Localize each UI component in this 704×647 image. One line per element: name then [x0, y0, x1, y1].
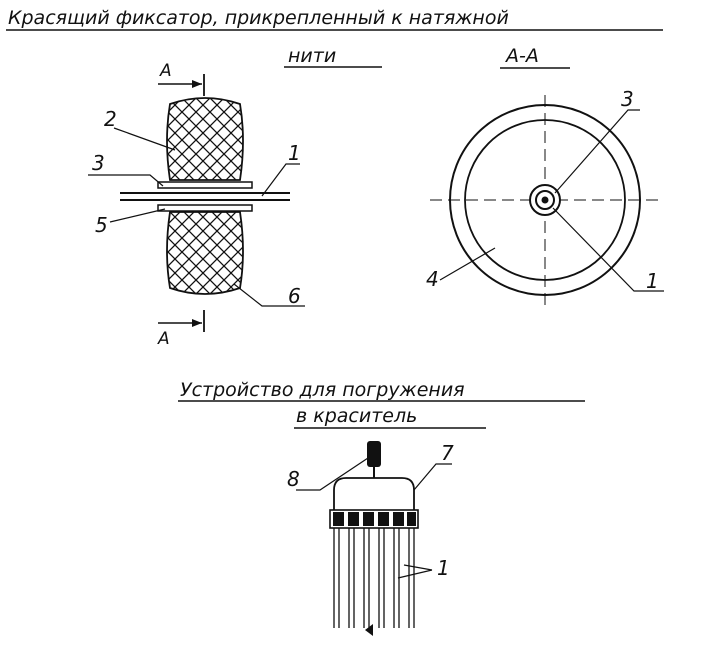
callout-section-4: 4	[426, 267, 439, 291]
subtitle-line2: в краситель	[296, 405, 417, 427]
leader-3	[88, 174, 164, 187]
leader-5	[109, 208, 166, 223]
side-view: А 2 3 1 5 6 А	[88, 61, 305, 349]
drawing-title-line1: Красящий фиксатор, прикрепленный к натяж…	[8, 7, 509, 29]
leader-1	[261, 163, 300, 197]
fixator-block-4	[378, 512, 389, 526]
callout-section-1: 1	[646, 269, 659, 293]
fixator-block-2	[348, 512, 359, 526]
section-label: А-А	[504, 45, 539, 67]
handle-knob	[367, 441, 381, 467]
callout-device-1: 1	[437, 556, 450, 580]
thread-core	[541, 196, 549, 204]
leader-6	[233, 283, 305, 307]
callout-device-8: 8	[287, 467, 300, 491]
callout-device-7: 7	[441, 441, 454, 465]
arrow-head-bottom	[192, 319, 202, 327]
washer-upper	[157, 181, 253, 189]
leader-device-8	[296, 457, 369, 491]
bottom-mark	[365, 624, 373, 636]
callout-1: 1	[288, 141, 301, 165]
callout-5: 5	[95, 213, 108, 237]
section-view: А-А 3 4 1	[426, 45, 664, 305]
hanging-threads	[333, 528, 415, 628]
fixator-block-5	[393, 512, 404, 526]
hub-inner	[535, 190, 555, 210]
drawing-title-line2: нити	[288, 45, 336, 67]
immersion-device: 8 7 1	[287, 441, 454, 636]
lower-fixator-body	[166, 211, 244, 295]
arrow-head-top	[192, 80, 202, 88]
callout-2: 2	[104, 107, 117, 131]
fixator-block-1	[333, 512, 344, 526]
leader-section-1	[552, 207, 664, 292]
upper-fixator-body	[166, 97, 244, 181]
callout-3: 3	[92, 151, 105, 175]
leader-device-7	[413, 463, 452, 491]
fixator-block-3	[363, 512, 374, 526]
frame-arc	[333, 477, 415, 510]
callout-section-3: 3	[621, 87, 634, 111]
callout-6: 6	[288, 284, 301, 308]
leader-section-3	[554, 109, 640, 194]
washer-lower	[157, 204, 253, 212]
section-mark-bottom: А	[157, 329, 170, 349]
fixator-block-6	[407, 512, 416, 526]
leader-2	[113, 127, 176, 151]
leader-device-1b	[403, 564, 433, 571]
subtitle-line1: Устройство для погружения	[180, 379, 465, 401]
section-mark-top: А	[159, 61, 172, 81]
leader-device-1a	[397, 569, 433, 579]
leader-section-4	[439, 247, 496, 281]
